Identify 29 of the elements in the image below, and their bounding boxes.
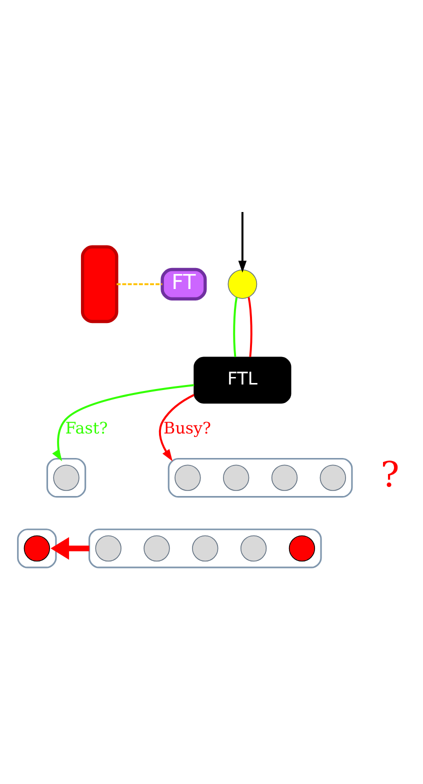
node-circle — [288, 534, 316, 562]
node-box — [80, 244, 118, 323]
connector — [116, 282, 162, 285]
cluster — [88, 528, 322, 568]
node-circle — [53, 464, 80, 490]
node-circle — [271, 464, 298, 490]
arrow — [238, 212, 247, 272]
node-circle — [223, 464, 250, 490]
connector — [233, 296, 238, 356]
arrow — [158, 394, 194, 461]
node-circle — [174, 464, 201, 490]
node-circle — [228, 269, 258, 298]
cluster — [46, 457, 86, 498]
edge-label: Busy? — [164, 418, 212, 437]
connector — [248, 296, 252, 357]
node-circle — [95, 534, 122, 562]
node-circle — [240, 534, 267, 562]
cluster — [17, 528, 57, 568]
node-circle — [320, 464, 346, 490]
node-circle — [24, 534, 50, 562]
arrow — [52, 384, 194, 461]
label: ? — [380, 455, 400, 496]
node-box: FTL — [194, 356, 292, 404]
node-circle — [144, 534, 170, 562]
node-circle — [192, 534, 218, 562]
arrow — [50, 536, 90, 560]
node-box: FT — [160, 267, 207, 300]
edge-label: Fast? — [65, 418, 108, 437]
cluster — [168, 457, 353, 498]
